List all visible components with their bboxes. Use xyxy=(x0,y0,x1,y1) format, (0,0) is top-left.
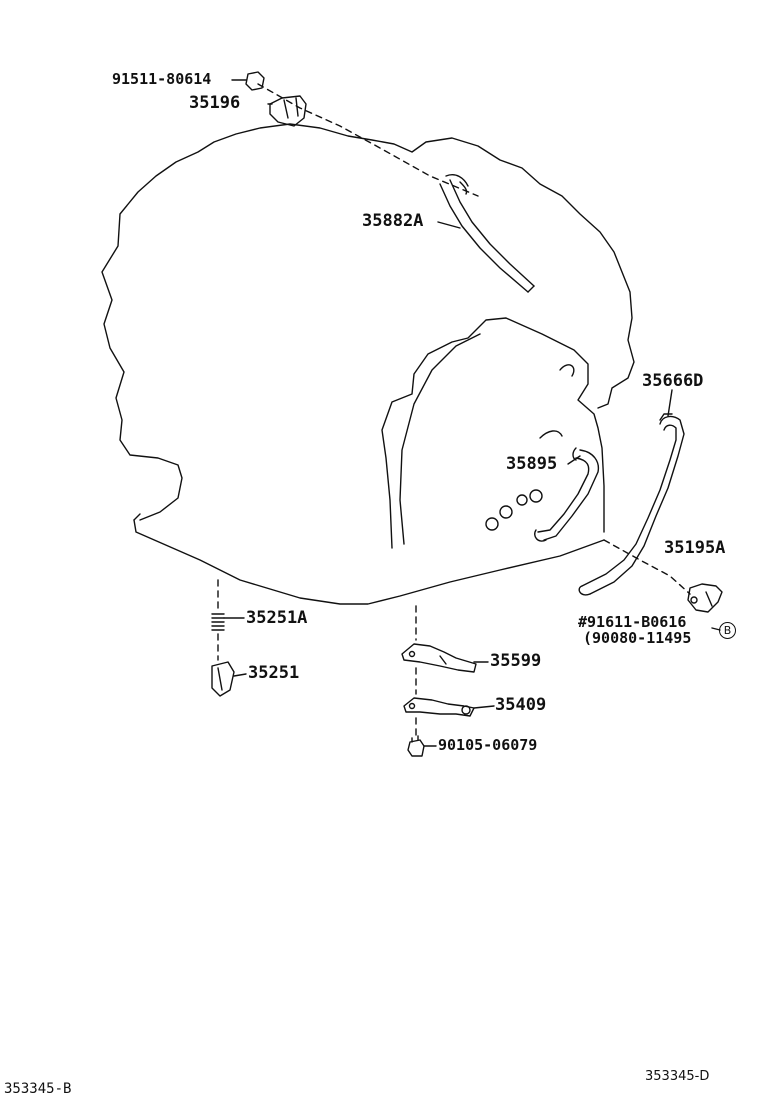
spring-35251A xyxy=(211,613,225,631)
housing-bosses xyxy=(485,430,563,531)
part-label-90080-11495: (90080-11495 xyxy=(583,629,692,647)
footer-right-code: 353345-D xyxy=(645,1069,710,1084)
bolt-90105-06079 xyxy=(407,735,425,757)
hose-35882A xyxy=(439,174,535,293)
dashed-leaders xyxy=(217,83,691,737)
bracket-35196 xyxy=(269,95,307,127)
bell-housing xyxy=(381,317,605,549)
clamp-35195A xyxy=(687,583,723,613)
part-label-35599: 35599 xyxy=(490,651,542,671)
part-label-91511-80614: 91511-80614 xyxy=(112,70,212,88)
part-label-35666D: 35666D xyxy=(642,371,704,391)
callout-marker-b: B xyxy=(719,622,736,639)
bell-housing-rim xyxy=(399,333,481,545)
hose-35666D xyxy=(578,413,685,596)
part-label-35196: 35196 xyxy=(189,93,241,113)
label-leaders xyxy=(223,103,721,747)
footer-left-code: 353345-B xyxy=(4,1081,72,1097)
part-label-90105-06079: 90105-06079 xyxy=(438,736,538,754)
plate-35409 xyxy=(403,697,475,717)
transmission-housing xyxy=(101,123,635,521)
part-label-91611-B0616: #91611-B0616 xyxy=(578,613,687,631)
bolt-91511-80614 xyxy=(231,71,265,91)
plate-35599 xyxy=(401,643,477,673)
oil-pan xyxy=(133,519,605,605)
part-label-35409: 35409 xyxy=(495,695,547,715)
part-label-35895: 35895 xyxy=(506,454,558,474)
detent-35251 xyxy=(211,661,235,697)
part-label-35882A: 35882A xyxy=(362,211,424,231)
part-label-35251A: 35251A xyxy=(246,608,308,628)
part-label-35195A: 35195A xyxy=(664,538,726,558)
part-label-35251: 35251 xyxy=(248,663,300,683)
